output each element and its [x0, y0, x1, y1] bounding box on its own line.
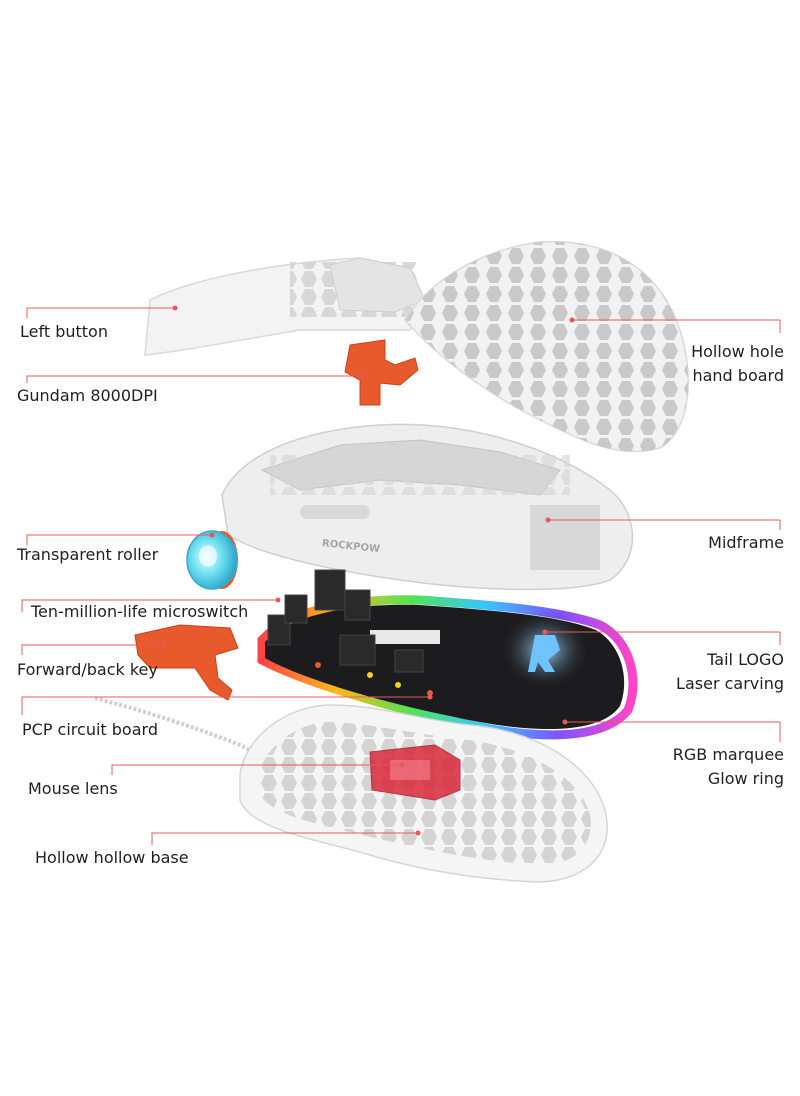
- left-button-part: [144, 257, 426, 356]
- pcb-board-part: [257, 569, 638, 740]
- label-hollow-base: Hollow hollow base: [35, 848, 189, 867]
- label-rgb-marquee: RGB marquee: [672, 745, 784, 764]
- leader-lines: [21, 305, 781, 845]
- leader-midframe: [548, 519, 781, 530]
- label-midframe: Midframe: [708, 533, 784, 552]
- leader-microswitch: [21, 599, 278, 612]
- gundam-sensor-part: [344, 339, 419, 406]
- label-pcp-circuit-board: PCP circuit board: [22, 720, 158, 739]
- leader-left-button: [26, 307, 175, 318]
- hollow-hand-board-part: [404, 240, 689, 453]
- leader-roller: [26, 534, 212, 545]
- label-hollow-hand-board-line2: hand board: [692, 366, 784, 385]
- leader-mouse-lens: [111, 764, 402, 775]
- label-transparent-roller: Transparent roller: [17, 545, 159, 564]
- leader-hand-board: [572, 319, 781, 333]
- leader-base: [151, 832, 418, 845]
- label-glow-ring: Glow ring: [707, 769, 784, 788]
- label-left-button: Left button: [20, 322, 108, 341]
- label-tail-logo-line2: Laser carving: [676, 674, 784, 693]
- leader-forward-back: [21, 644, 165, 655]
- label-forward-back-key: Forward/back key: [17, 660, 158, 679]
- leader-gundam: [26, 375, 360, 383]
- leader-pcp: [21, 696, 430, 715]
- hollow-base-part: [239, 704, 608, 883]
- label-gundam-sensor: Gundam 8000DPI: [17, 386, 158, 405]
- leader-rgb: [565, 721, 781, 742]
- label-microswitch: Ten-million-life microswitch: [31, 602, 249, 621]
- transparent-roller-part: [186, 530, 238, 590]
- label-hollow-hand-board-line1: Hollow hole: [691, 342, 784, 361]
- midframe-part: ROCKPOW: [221, 423, 634, 591]
- label-mouse-lens: Mouse lens: [28, 779, 118, 798]
- label-tail-logo-line1: Tail LOGO: [707, 650, 784, 669]
- leader-tail-logo: [545, 631, 781, 645]
- forward-back-key-part: [134, 624, 239, 701]
